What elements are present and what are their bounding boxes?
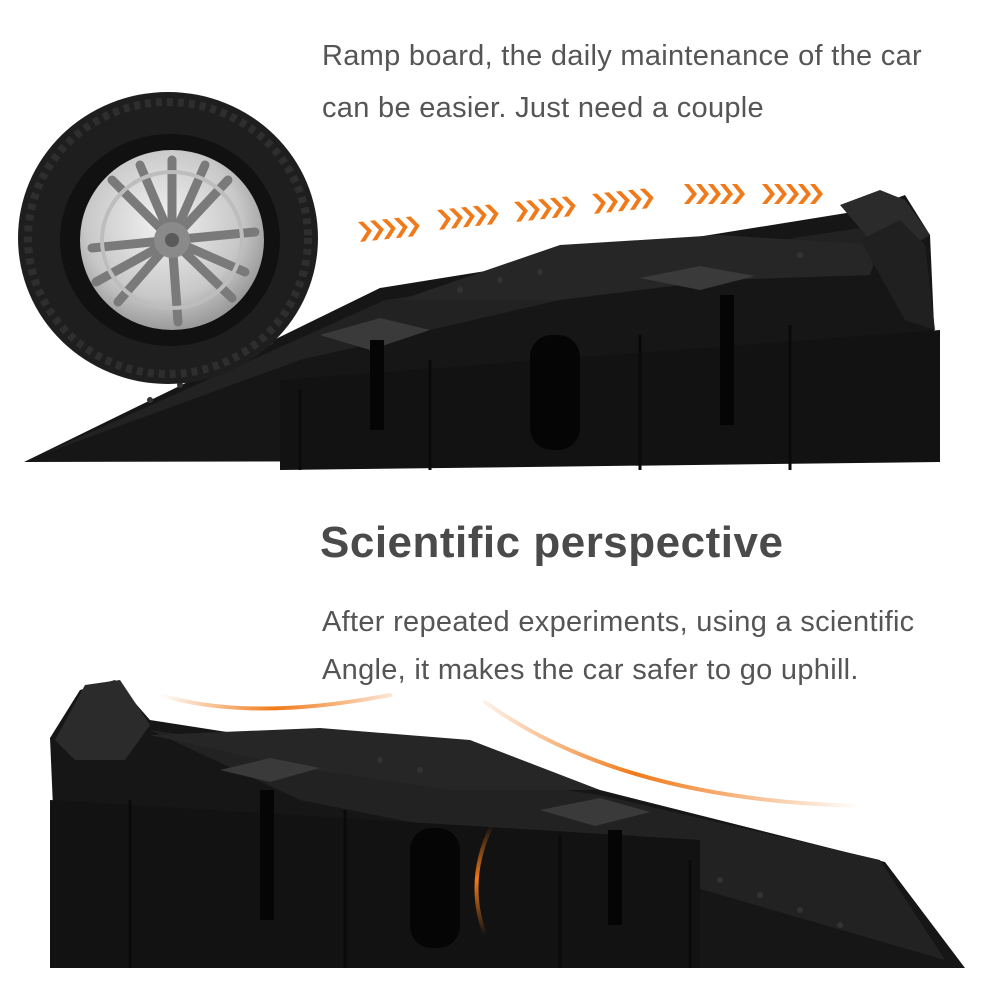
tire-image [18,92,318,384]
angle-arc-icon [158,693,862,937]
section-line-2: Angle, it makes the car safer to go uphi… [322,654,859,686]
intro-line-1: Ramp board, the daily maintenance of the… [322,40,922,72]
ramp-image-top [24,190,940,470]
section-line-1: After repeated experiments, using a scie… [322,606,915,638]
intro-paragraph: Ramp board, the daily maintenance of the… [322,30,982,134]
section-paragraph: After repeated experiments, using a scie… [322,598,982,694]
direction-arrows-icon [358,184,823,242]
intro-line-2: can be easier. Just need a couple [322,92,764,124]
section-heading: Scientific perspective [320,518,784,567]
ramp-image-bottom [50,680,965,968]
